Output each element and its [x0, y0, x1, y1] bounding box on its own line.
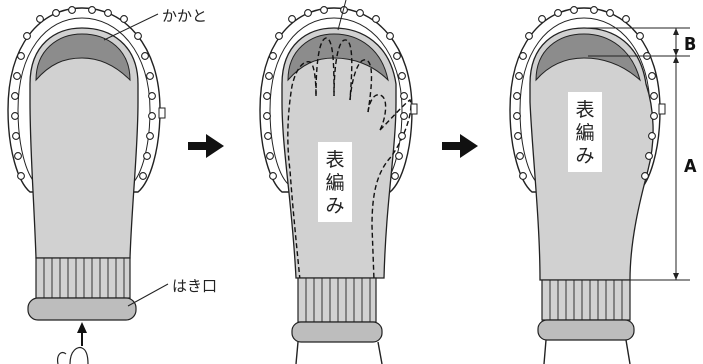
surface-text-char-1: 表	[575, 99, 594, 121]
opening-band	[291, 321, 383, 343]
panel-2-knitting: 表 編 み	[259, 0, 418, 364]
opening-band	[537, 319, 635, 341]
heel-label: かかと	[162, 7, 207, 25]
opening-band	[27, 297, 137, 321]
ribbing	[297, 277, 377, 323]
dimension-a-label: A	[684, 156, 697, 177]
opening-label: はき口	[172, 277, 217, 295]
surface-text-char-3: み	[575, 145, 594, 167]
sock-body	[29, 27, 139, 259]
surface-text-char-3: み	[325, 195, 344, 217]
panel-3-finished: 表 編 み B A	[509, 6, 697, 364]
dimension-b-label: B	[684, 34, 696, 55]
clip	[158, 107, 166, 119]
insert-arrow	[77, 322, 87, 346]
heel	[535, 33, 641, 82]
panel-1-sock-on-frame: かかと はき口	[7, 6, 217, 364]
hand-outline	[287, 37, 412, 281]
heel	[35, 33, 131, 82]
surface-text-box	[318, 142, 352, 222]
surface-text-char-1: 表	[325, 149, 344, 171]
surface-text-box	[568, 92, 602, 172]
surface-text-char-2: 編	[575, 122, 594, 144]
step-arrow-2	[442, 134, 478, 158]
step-arrow-1	[188, 134, 224, 158]
ribbing	[541, 279, 631, 321]
clip	[410, 103, 418, 115]
clip	[658, 103, 666, 115]
surface-text-char-2: 編	[325, 172, 344, 194]
heel	[287, 33, 389, 82]
